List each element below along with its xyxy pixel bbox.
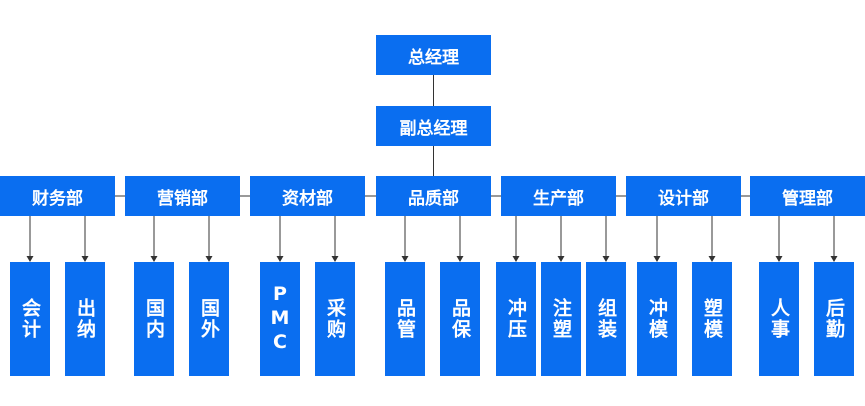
department-label: 资材部 [282, 188, 333, 209]
section-node: 品管 [385, 262, 425, 376]
section-node: 品保 [440, 262, 480, 376]
section-node: 国外 [189, 262, 229, 376]
section-label: 国内 [143, 298, 165, 340]
department-label: 管理部 [782, 188, 833, 209]
arrowhead [205, 256, 213, 262]
section-label: 冲模 [646, 298, 668, 340]
node-label: 总经理 [408, 47, 459, 68]
department-node: 营销部 [125, 176, 240, 216]
section-label: 冲压 [505, 298, 527, 340]
department-node: 资材部 [250, 176, 365, 216]
department-node: 管理部 [750, 176, 865, 216]
section-node: PMC [260, 262, 300, 376]
section-label: 品保 [449, 298, 471, 340]
node-deputy-general-manager: 副总经理 [376, 106, 491, 146]
section-label: 出纳 [74, 298, 96, 340]
section-node: 注塑 [541, 262, 581, 376]
section-node: 塑模 [692, 262, 732, 376]
arrowhead [331, 256, 339, 262]
arrowhead [830, 256, 838, 262]
section-label: 品管 [394, 298, 416, 340]
arrowhead [775, 256, 783, 262]
arrowhead [26, 256, 34, 262]
section-label: 国外 [198, 298, 220, 340]
section-label: 组装 [595, 298, 617, 340]
section-node: 后勤 [814, 262, 854, 376]
node-label: 副总经理 [399, 118, 468, 139]
section-node: 人事 [759, 262, 799, 376]
department-node: 设计部 [626, 176, 741, 216]
department-node: 生产部 [501, 176, 616, 216]
section-label: 塑模 [701, 298, 723, 340]
department-node: 财务部 [0, 176, 115, 216]
section-label: 后勤 [823, 298, 845, 340]
department-label: 设计部 [658, 188, 709, 209]
section-node: 国内 [134, 262, 174, 376]
section-node: 组装 [586, 262, 626, 376]
arrowhead [401, 256, 409, 262]
arrowhead [557, 256, 565, 262]
section-node: 冲压 [496, 262, 536, 376]
arrowhead [456, 256, 464, 262]
department-label: 品质部 [408, 188, 459, 209]
department-label: 营销部 [157, 188, 208, 209]
arrowhead [512, 256, 520, 262]
node-general-manager: 总经理 [376, 35, 491, 75]
section-label: PMC [269, 283, 291, 355]
arrowhead [276, 256, 284, 262]
department-node: 品质部 [376, 176, 491, 216]
arrowhead [653, 256, 661, 262]
section-label: 人事 [768, 298, 790, 340]
department-label: 生产部 [533, 188, 584, 209]
section-node: 出纳 [65, 262, 105, 376]
section-node: 会计 [10, 262, 50, 376]
section-node: 冲模 [637, 262, 677, 376]
arrowhead [150, 256, 158, 262]
section-node: 采购 [315, 262, 355, 376]
arrowhead [81, 256, 89, 262]
section-label: 会计 [19, 298, 41, 340]
section-label: 注塑 [550, 298, 572, 340]
section-label: 采购 [324, 298, 346, 340]
arrowhead [708, 256, 716, 262]
department-label: 财务部 [32, 188, 83, 209]
arrowhead [602, 256, 610, 262]
